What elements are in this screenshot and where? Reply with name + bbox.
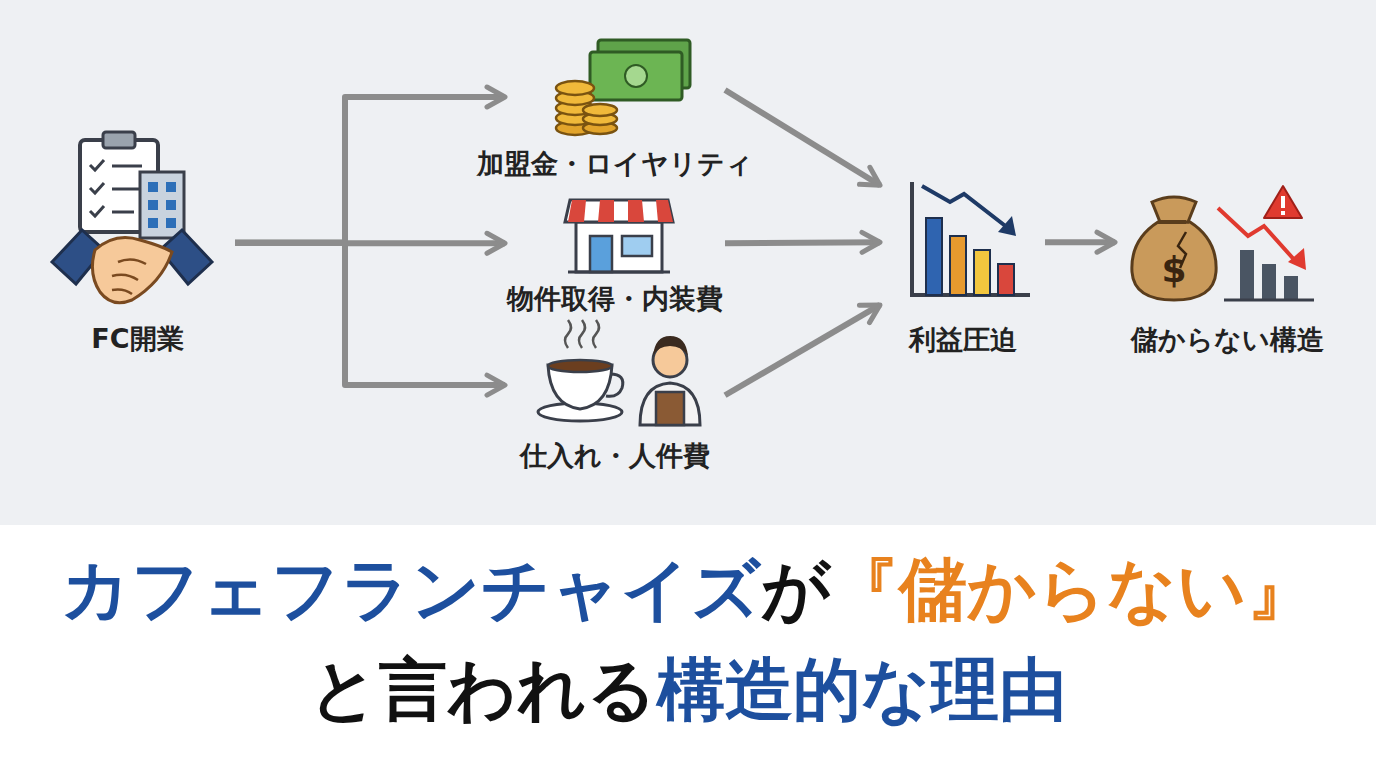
node-label: 仕入れ・人件費	[520, 439, 710, 473]
title-segment: カフェフランチャイズ	[61, 550, 761, 629]
svg-text:$: $	[1161, 249, 1186, 290]
money-icon	[556, 40, 690, 135]
title-segment: 構造的な理由	[657, 650, 1067, 729]
store-icon	[565, 200, 673, 272]
flow-arrow	[1045, 239, 1115, 245]
coffee-cup-icon	[538, 320, 623, 421]
icon-node: FC開業	[40, 130, 235, 360]
icon-node: 加盟金・ロイヤリティ	[505, 35, 725, 190]
barista-icon	[640, 336, 700, 425]
building-icon	[140, 172, 184, 238]
node-label: 儲からない構造	[1131, 323, 1324, 357]
title-segment: 『儲からない』	[831, 550, 1315, 629]
title-segment: が	[761, 550, 831, 629]
warning-icon	[1264, 186, 1302, 218]
icon-node: 物件取得・内装費	[505, 190, 725, 320]
node-label: FC開業	[91, 322, 183, 356]
icon-node: 仕入れ・人件費	[505, 330, 725, 475]
handshake-icon	[52, 230, 212, 303]
node-label: 物件取得・内装費	[507, 282, 723, 316]
title-segment: と言われる	[309, 650, 657, 729]
flow-arrow	[235, 97, 505, 243]
declining-chart-icon	[912, 182, 1030, 295]
money-bag-icon: $	[1132, 197, 1216, 300]
title-text: カフェフランチャイズが『儲からない』 と言われる構造的な理由	[38, 540, 1338, 740]
icon-node: 利益圧迫	[880, 170, 1045, 360]
icon-node: 儲からない構造	[1115, 170, 1340, 360]
flow-arrow	[235, 240, 505, 247]
node-label: 加盟金・ロイヤリティ	[477, 147, 753, 181]
flow-arrow	[235, 243, 505, 385]
falling-bars-icon	[1218, 208, 1314, 300]
flow-arrow	[725, 242, 880, 243]
flow-arrow	[725, 305, 880, 395]
node-label: 利益圧迫	[909, 323, 1017, 357]
